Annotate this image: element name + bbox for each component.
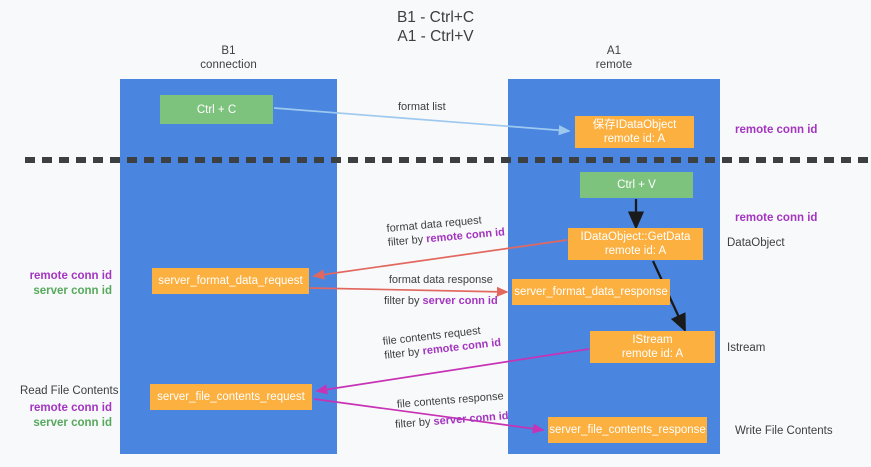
edge-label-format-data-response: format data response filter by server co…: [384, 273, 498, 308]
node-server-format-data-response-label: server_format_data_response: [514, 286, 668, 298]
node-server-file-contents-request[interactable]: server_file_contents_request: [150, 384, 312, 410]
edge-label-file-contents-request: file contents request filter by remote c…: [382, 322, 502, 363]
lane-header-a1: A1 remote: [508, 44, 720, 72]
node-idataobject-getdata[interactable]: IDataObject::GetData remote id: A: [568, 228, 703, 260]
node-server-file-contents-request-label: server_file_contents_request: [157, 391, 305, 403]
edge-label-format-data-response-text: format data response: [388, 274, 493, 286]
node-server-format-data-response[interactable]: server_format_data_response: [512, 279, 670, 305]
node-istream[interactable]: IStream remote id: A: [590, 331, 715, 363]
filter-prefix: filter by: [384, 295, 423, 307]
edge-label-format-data-request: format data request filter by remote con…: [386, 211, 505, 250]
edge-label-format-list-text: format list: [398, 101, 446, 113]
label-remote-conn-id-mid-text: remote conn id: [735, 212, 818, 224]
label-dataobject: DataObject: [727, 237, 785, 249]
label-read-file-contents: Read File Contents: [20, 385, 119, 397]
lane-header-b1-role: connection: [200, 59, 257, 71]
label-istream: Istream: [727, 342, 766, 354]
label-remote-conn-id-top-text: remote conn id: [735, 124, 818, 136]
filter-prefix: filter by: [394, 415, 434, 431]
node-save-idataobject-subtitle: remote id: A: [603, 133, 666, 145]
edge-label-file-contents-response-text: file contents response: [396, 390, 505, 411]
node-istream-subtitle: remote id: A: [621, 348, 684, 360]
lane-header-b1-name: B1: [221, 45, 236, 57]
edge-label-file-contents-response: file contents response filter by server …: [393, 389, 509, 432]
node-ctrl-c-label: Ctrl + C: [196, 103, 237, 116]
label-server-conn-id-1: server conn id: [33, 285, 112, 297]
label-conn-ids-file: remote conn id server conn id: [20, 401, 112, 431]
node-ctrl-c[interactable]: Ctrl + C: [160, 95, 273, 124]
node-ctrl-v[interactable]: Ctrl + V: [580, 172, 693, 198]
title-line-2: A1 - Ctrl+V: [397, 28, 474, 45]
lane-header-b1: B1 connection: [120, 44, 337, 72]
node-save-idataobject[interactable]: 保存IDataObject remote id: A: [575, 116, 694, 148]
node-server-format-data-request[interactable]: server_format_data_request: [152, 268, 309, 294]
lane-header-a1-name: A1: [606, 45, 622, 57]
node-save-idataobject-title: 保存IDataObject: [592, 119, 677, 131]
edge-label-format-list: format list: [398, 100, 446, 114]
label-remote-conn-id-mid: remote conn id: [735, 211, 817, 226]
label-server-conn-id-2: server conn id: [33, 417, 112, 429]
edge-label-file-contents-response-filter: filter by server conn id: [395, 409, 509, 432]
node-idataobject-getdata-subtitle: remote id: A: [604, 245, 667, 257]
edge-label-format-data-response-filter: filter by server conn id: [384, 294, 498, 308]
label-remote-conn-id-top: remote conn id: [735, 123, 817, 138]
filter-prefix: filter by: [387, 233, 427, 249]
node-ctrl-v-label: Ctrl + V: [617, 179, 656, 191]
label-conn-ids-format: remote conn id server conn id: [20, 269, 112, 299]
node-server-file-contents-response[interactable]: server_file_contents_response: [548, 417, 707, 443]
node-server-file-contents-response-label: server_file_contents_response: [549, 424, 706, 436]
filter-key: server conn id: [433, 410, 509, 428]
node-istream-title: IStream: [632, 334, 673, 346]
node-server-format-data-request-label: server_format_data_request: [158, 275, 303, 287]
lane-header-a1-role: remote: [595, 59, 633, 71]
title-line-1: B1 - Ctrl+C: [396, 9, 475, 26]
node-idataobject-getdata-title: IDataObject::GetData: [580, 231, 691, 243]
diagram-title: B1 - Ctrl+C A1 - Ctrl+V: [0, 8, 871, 46]
phase-divider: [25, 157, 871, 163]
label-remote-conn-id-2: remote conn id: [29, 402, 112, 414]
filter-key: server conn id: [422, 295, 498, 307]
label-remote-conn-id-1: remote conn id: [29, 270, 112, 282]
label-write-file-contents: Write File Contents: [735, 425, 833, 437]
filter-prefix: filter by: [383, 345, 424, 362]
